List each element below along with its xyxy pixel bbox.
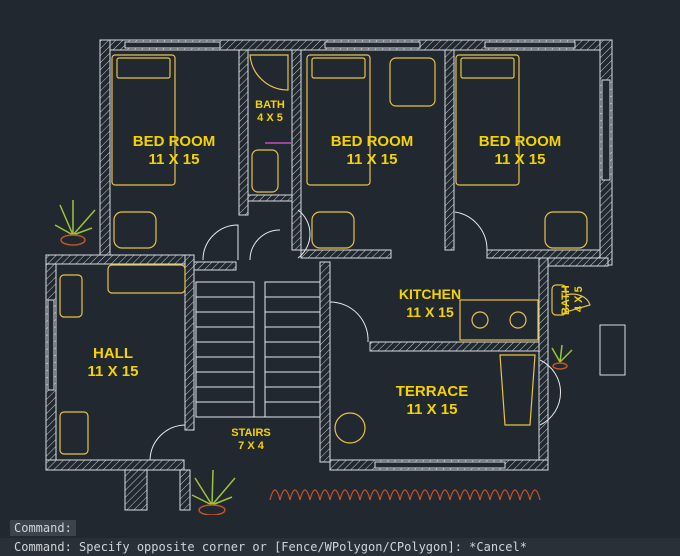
label-bath1-name: BATH: [255, 99, 285, 111]
label-terrace-size: 11 X 15: [407, 401, 458, 418]
label-bath2-size: 4 X 5: [573, 286, 585, 312]
drawing-canvas[interactable]: BED ROOM 11 X 15 BATH 4 X 5 BED ROOM 11 …: [0, 0, 680, 515]
furniture: [59, 54, 591, 455]
command-history-line[interactable]: Command: Specify opposite corner or [Fen…: [0, 538, 680, 556]
shrubs: [269, 489, 541, 501]
room-labels: BED ROOM 11 X 15 BATH 4 X 5 BED ROOM 11 …: [88, 99, 585, 452]
doors: [149, 209, 561, 461]
label-bath1-size: 4 X 5: [257, 112, 283, 124]
label-bed1-size: 11 X 15: [149, 151, 200, 168]
label-hall-size: 11 X 15: [88, 363, 139, 380]
label-bed2-name: BED ROOM: [331, 133, 414, 150]
label-bath2-name: BATH: [560, 285, 572, 315]
label-bed3-name: BED ROOM: [479, 133, 562, 150]
label-terrace-name: TERRACE: [396, 383, 469, 400]
label-stairs-size: 7 X 4: [238, 440, 265, 452]
label-hall-name: HALL: [93, 345, 133, 362]
label-kitchen-name: KITCHEN: [399, 286, 461, 302]
walls: [45, 39, 613, 511]
label-stairs-name: STAIRS: [231, 427, 271, 439]
command-prompt: Command:: [10, 520, 76, 536]
stairs-steps: [195, 281, 321, 418]
label-bed3-size: 11 X 15: [495, 151, 546, 168]
plants: [54, 200, 573, 515]
command-prompt-line: Command:: [0, 519, 680, 537]
label-kitchen-size: 11 X 15: [406, 304, 454, 320]
label-bed1-name: BED ROOM: [133, 133, 216, 150]
label-bed2-size: 11 X 15: [347, 151, 398, 168]
windows: [47, 41, 626, 469]
